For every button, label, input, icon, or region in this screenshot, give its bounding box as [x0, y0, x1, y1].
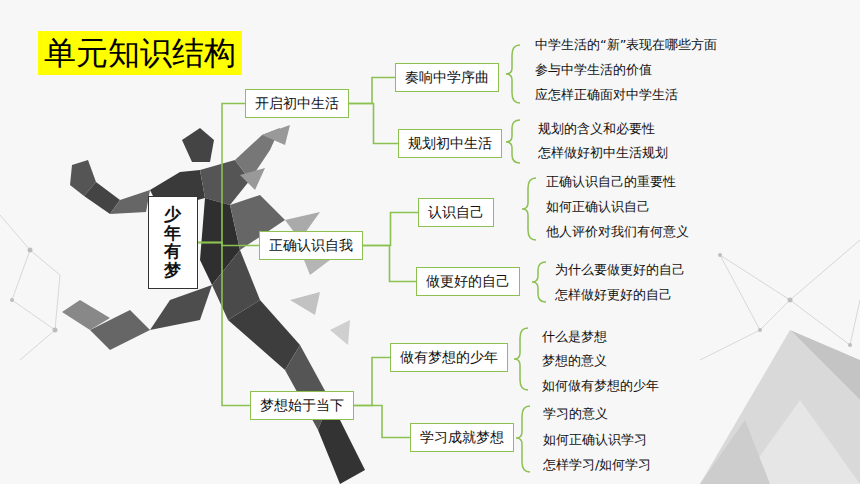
node-text: 学习成就梦想	[420, 429, 504, 446]
node-text: 奏响中学序曲	[405, 69, 489, 86]
bracket	[516, 406, 530, 472]
node-text: 规划初中生活	[408, 135, 492, 152]
topic-box: 奏响中学序曲	[395, 63, 499, 92]
branch-connector	[198, 243, 250, 406]
point-text: 规划的含义和必要性	[538, 121, 655, 137]
branch-connector	[354, 406, 410, 438]
root-box: 少年有梦	[148, 196, 198, 289]
point-text: 如何正确认识自己	[546, 199, 650, 215]
node-text: 做更好的自己	[426, 273, 510, 290]
node-text: 开启初中生活	[255, 95, 339, 112]
node-text: 梦想始于当下	[260, 397, 344, 414]
bracket	[506, 45, 520, 103]
point-text: 他人评价对我们有何意义	[546, 224, 689, 240]
bracket	[522, 178, 536, 240]
point-text: 学习的意义	[543, 406, 608, 422]
bracket	[514, 328, 528, 390]
point-text: 应怎样正确面对中学生活	[535, 87, 678, 103]
point-text: 怎样做好更好的自己	[555, 287, 672, 303]
topic-box: 开启初中生活	[245, 89, 349, 118]
point-text: 中学生活的“新”表现在哪些方面	[535, 37, 717, 53]
topic-box: 正确认识自我	[259, 231, 363, 260]
point-text: 正确认识自己的重要性	[546, 174, 676, 190]
branch-connector	[349, 104, 398, 144]
topic-box: 做更好的自己	[416, 267, 520, 296]
branch-connector	[349, 78, 395, 104]
point-text: 怎样做好初中生活规划	[538, 145, 668, 161]
branch-connector	[363, 246, 416, 282]
mountain-shape	[700, 330, 860, 484]
point-text: 如何做有梦想的少年	[542, 378, 659, 394]
node-text: 少年有梦	[164, 205, 181, 280]
network-lines	[0, 215, 860, 360]
topic-box: 做有梦想的少年	[390, 343, 508, 372]
branch-connector	[354, 358, 390, 406]
branch-connector	[198, 104, 245, 243]
page-title: 单元知识结构	[38, 31, 242, 75]
runner-silhouette	[62, 125, 365, 484]
point-text: 什么是梦想	[542, 329, 607, 345]
branch-connector	[363, 213, 418, 246]
node-text: 正确认识自我	[269, 237, 353, 254]
topic-box: 认识自己	[418, 198, 494, 227]
point-text: 怎样学习/如何学习	[543, 457, 651, 473]
point-text: 如何正确认识学习	[543, 432, 647, 448]
bracket	[532, 262, 546, 302]
topic-box: 学习成就梦想	[410, 423, 514, 452]
point-text: 参与中学生活的价值	[535, 62, 652, 78]
topic-box: 梦想始于当下	[250, 391, 354, 420]
node-text: 做有梦想的少年	[400, 349, 498, 366]
bracket	[506, 120, 520, 163]
topic-box: 规划初中生活	[398, 129, 502, 158]
point-text: 为什么要做更好的自己	[555, 262, 685, 278]
node-text: 认识自己	[428, 204, 484, 221]
point-text: 梦想的意义	[542, 353, 607, 369]
